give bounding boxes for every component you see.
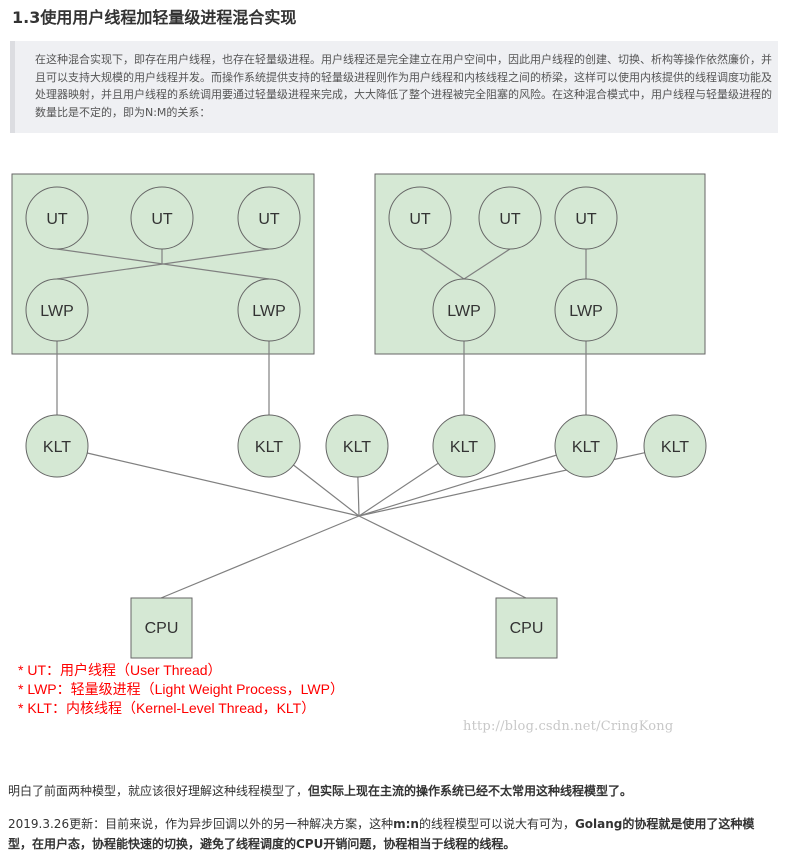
ut-node-label: UT bbox=[575, 211, 597, 228]
klt-node-label: KLT bbox=[255, 439, 283, 456]
section-heading: 1.3使用用户线程加轻量级进程混合实现 bbox=[12, 8, 297, 27]
klt-node: KLT bbox=[643, 414, 707, 478]
edge-ut-lwp bbox=[56, 248, 270, 280]
edge-hub-cpu bbox=[160, 515, 360, 599]
lwp-node: LWP bbox=[432, 278, 496, 342]
cpu-node: CPU bbox=[130, 597, 193, 659]
lwp-node-shape bbox=[237, 278, 301, 342]
paragraph-2: 2019.3.26更新：目前来说，作为异步回调以外的另一种解决方案，这种m:n的… bbox=[8, 814, 778, 854]
cpu-node: CPU bbox=[495, 597, 558, 659]
ut-node-label: UT bbox=[46, 211, 68, 228]
cpu-node-label: CPU bbox=[510, 620, 544, 637]
legend-ut: * UT：用户线程（User Thread） bbox=[18, 662, 222, 678]
cpu-node-shape bbox=[130, 597, 193, 659]
paragraph-2-bold-a: m:n bbox=[393, 817, 419, 831]
edge-hub-cpu bbox=[358, 515, 527, 599]
legend: * UT：用户线程（User Thread） * LWP：轻量级进程（Light… bbox=[18, 661, 344, 718]
klt-node-label: KLT bbox=[572, 439, 600, 456]
cpu-node-label: CPU bbox=[145, 620, 179, 637]
lwp-node-shape bbox=[554, 278, 618, 342]
ut-node: UT bbox=[388, 186, 452, 250]
klt-node-shape bbox=[432, 414, 496, 478]
edge-klt-hub bbox=[358, 462, 439, 517]
klt-node-shape bbox=[25, 414, 89, 478]
lwp-node-label: LWP bbox=[569, 303, 602, 320]
paragraph-2-text-b: 的线程模型可以说大有可为， bbox=[418, 817, 575, 831]
edge-klt-hub bbox=[87, 452, 360, 517]
paragraph-2-text-a: 2019.3.26更新：目前来说，作为异步回调以外的另一种解决方案，这种 bbox=[8, 817, 394, 831]
klt-node-shape bbox=[643, 414, 707, 478]
ut-node: UT bbox=[130, 186, 194, 250]
lwp-node-shape bbox=[25, 278, 89, 342]
legend-klt: * KLT：内核线程（Kernel-Level Thread，KLT） bbox=[18, 700, 316, 716]
ut-node-shape bbox=[554, 186, 618, 250]
edge-klt-hub bbox=[293, 464, 360, 517]
lwp-node: LWP bbox=[554, 278, 618, 342]
ut-node-label: UT bbox=[499, 211, 521, 228]
edge-klt-hub bbox=[357, 476, 360, 517]
lwp-node-label: LWP bbox=[447, 303, 480, 320]
klt-node-shape bbox=[237, 414, 301, 478]
ut-node-label: UT bbox=[151, 211, 173, 228]
blockquote: 在这种混合实现下，即存在用户线程，也存在轻量级进程。用户线程还是完全建立在用户空… bbox=[10, 41, 778, 133]
ut-node-shape bbox=[237, 186, 301, 250]
paragraph-1-text: 明白了前面两种模型，就应该很好理解这种线程模型了， bbox=[8, 784, 309, 798]
lwp-node-label: LWP bbox=[40, 303, 73, 320]
thread-model-diagram: UT UT UT UT UT UT LWP LWP LWP LWP KLT KLT KLT KLT KLT K… bbox=[11, 173, 707, 659]
lwp-node: LWP bbox=[25, 278, 89, 342]
cpu-node-shape bbox=[495, 597, 558, 659]
lwp-node-label: LWP bbox=[252, 303, 285, 320]
watermark: http://blog.csdn.net/CringKong bbox=[463, 719, 674, 734]
klt-node-label: KLT bbox=[343, 439, 371, 456]
klt-node: KLT bbox=[325, 414, 389, 478]
edge-klt-hub bbox=[358, 454, 557, 517]
klt-node-shape bbox=[554, 414, 618, 478]
paragraph-1: 明白了前面两种模型，就应该很好理解这种线程模型了，但实际上现在主流的操作系统已经… bbox=[8, 781, 778, 801]
ut-node-shape bbox=[388, 186, 452, 250]
ut-node-shape bbox=[130, 186, 194, 250]
ut-node: UT bbox=[237, 186, 301, 250]
klt-node-label: KLT bbox=[661, 439, 689, 456]
ut-node-label: UT bbox=[409, 211, 431, 228]
klt-node: KLT bbox=[25, 414, 89, 478]
klt-node: KLT bbox=[432, 414, 496, 478]
ut-node-shape bbox=[25, 186, 89, 250]
klt-node: KLT bbox=[554, 414, 618, 478]
blockquote-text: 在这种混合实现下，即存在用户线程，也存在轻量级进程。用户线程还是完全建立在用户空… bbox=[35, 53, 772, 119]
paragraph-2-bold-b: Golang的协程就是使用了这种模型，在用户态，协程能快速的切换，避免了线程调度… bbox=[8, 817, 755, 851]
ut-node: UT bbox=[25, 186, 89, 250]
ut-node-shape bbox=[478, 186, 542, 250]
klt-node-label: KLT bbox=[43, 439, 71, 456]
ut-node-label: UT bbox=[258, 211, 280, 228]
edge-ut-lwp bbox=[419, 248, 465, 280]
lwp-node: LWP bbox=[237, 278, 301, 342]
klt-node: KLT bbox=[237, 414, 301, 478]
ut-node: UT bbox=[554, 186, 618, 250]
paragraph-1-bold: 但实际上现在主流的操作系统已经不太常用这种线程模型了。 bbox=[308, 784, 633, 798]
klt-node-label: KLT bbox=[450, 439, 478, 456]
ut-node: UT bbox=[478, 186, 542, 250]
edge-ut-lwp bbox=[463, 248, 511, 280]
legend-lwp: * LWP：轻量级进程（Light Weight Process，LWP） bbox=[18, 681, 344, 697]
lwp-node-shape bbox=[432, 278, 496, 342]
klt-node-shape bbox=[325, 414, 389, 478]
